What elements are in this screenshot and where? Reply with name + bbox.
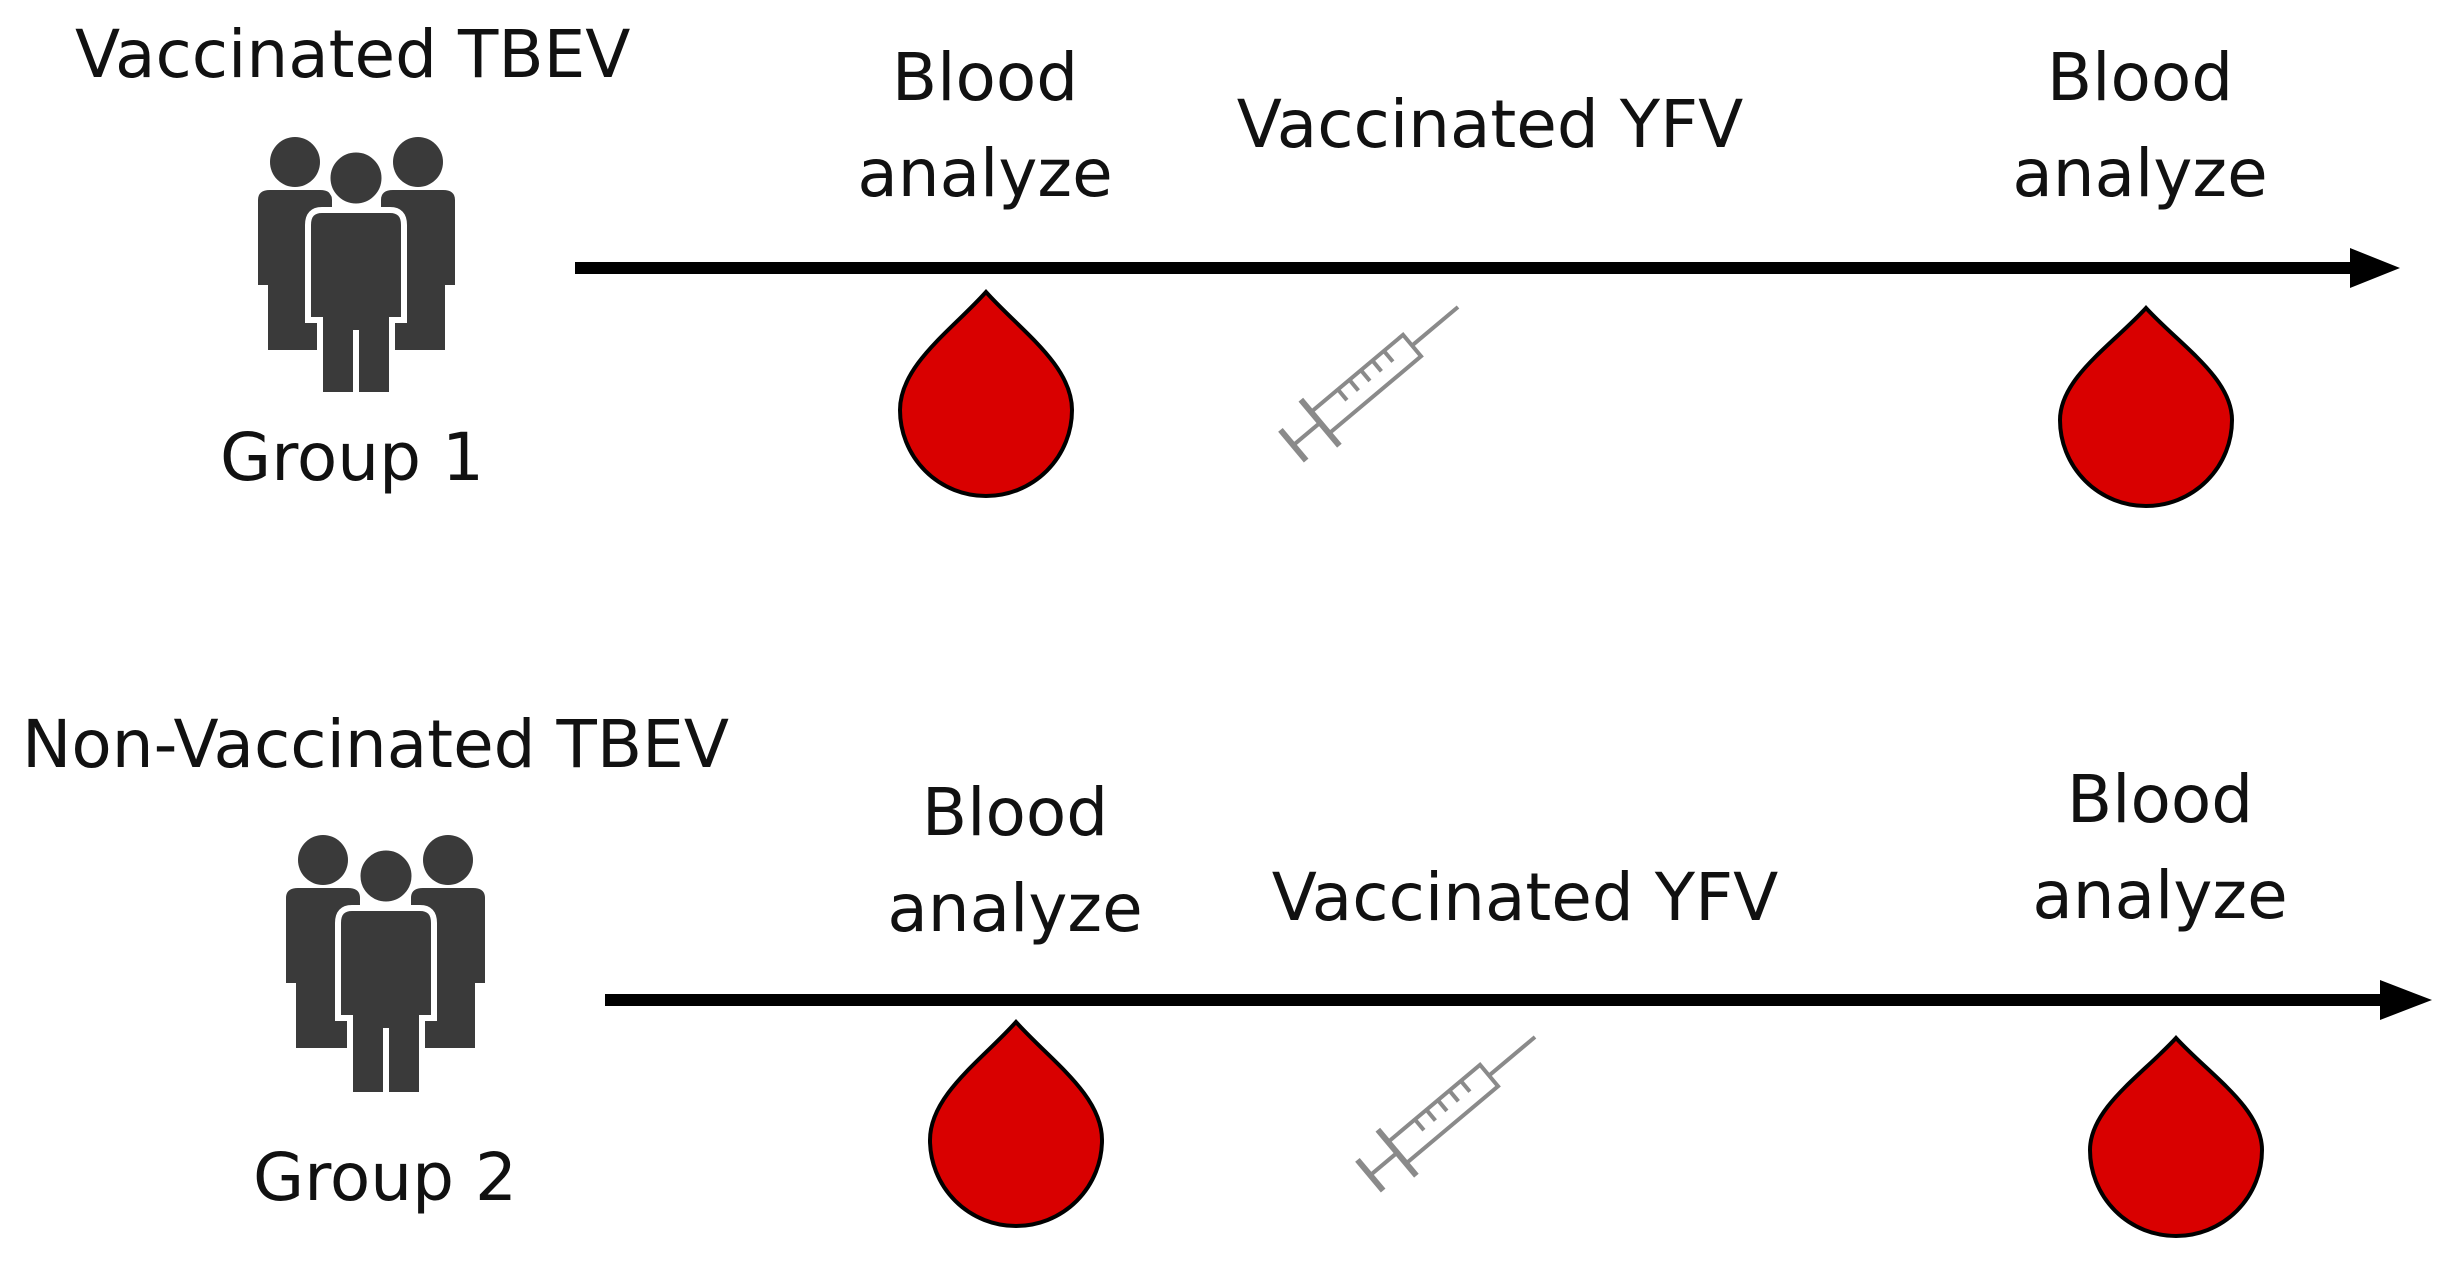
blood-drop-icon bbox=[2057, 305, 2235, 508]
syringe-icon bbox=[1278, 305, 1460, 463]
group-2-title: Non-Vaccinated TBEV bbox=[22, 706, 729, 783]
group-2-first-blood-label: Blood analyze bbox=[887, 774, 1143, 947]
group-2-second-blood-label: Blood analyze bbox=[2032, 761, 2288, 934]
arrow-head bbox=[2350, 248, 2400, 288]
arrow-head bbox=[2380, 980, 2432, 1020]
group-1-first-blood-label: Blood analyze bbox=[857, 39, 1113, 212]
group-2-vaccination-label: Vaccinated YFV bbox=[1271, 859, 1779, 936]
group-1-label: Group 1 bbox=[220, 419, 484, 496]
blood-drop-icon bbox=[2087, 1035, 2265, 1238]
blood-drop-icon bbox=[897, 289, 1075, 498]
group-1-vaccination-label: Vaccinated YFV bbox=[1236, 86, 1744, 163]
group-1-title: Vaccinated TBEV bbox=[75, 16, 631, 93]
blood-drop-icon bbox=[927, 1019, 1105, 1228]
syringe-icon bbox=[1355, 1035, 1537, 1193]
group-1-second-blood-label: Blood analyze bbox=[2012, 39, 2268, 212]
group-2-label: Group 2 bbox=[253, 1139, 517, 1216]
